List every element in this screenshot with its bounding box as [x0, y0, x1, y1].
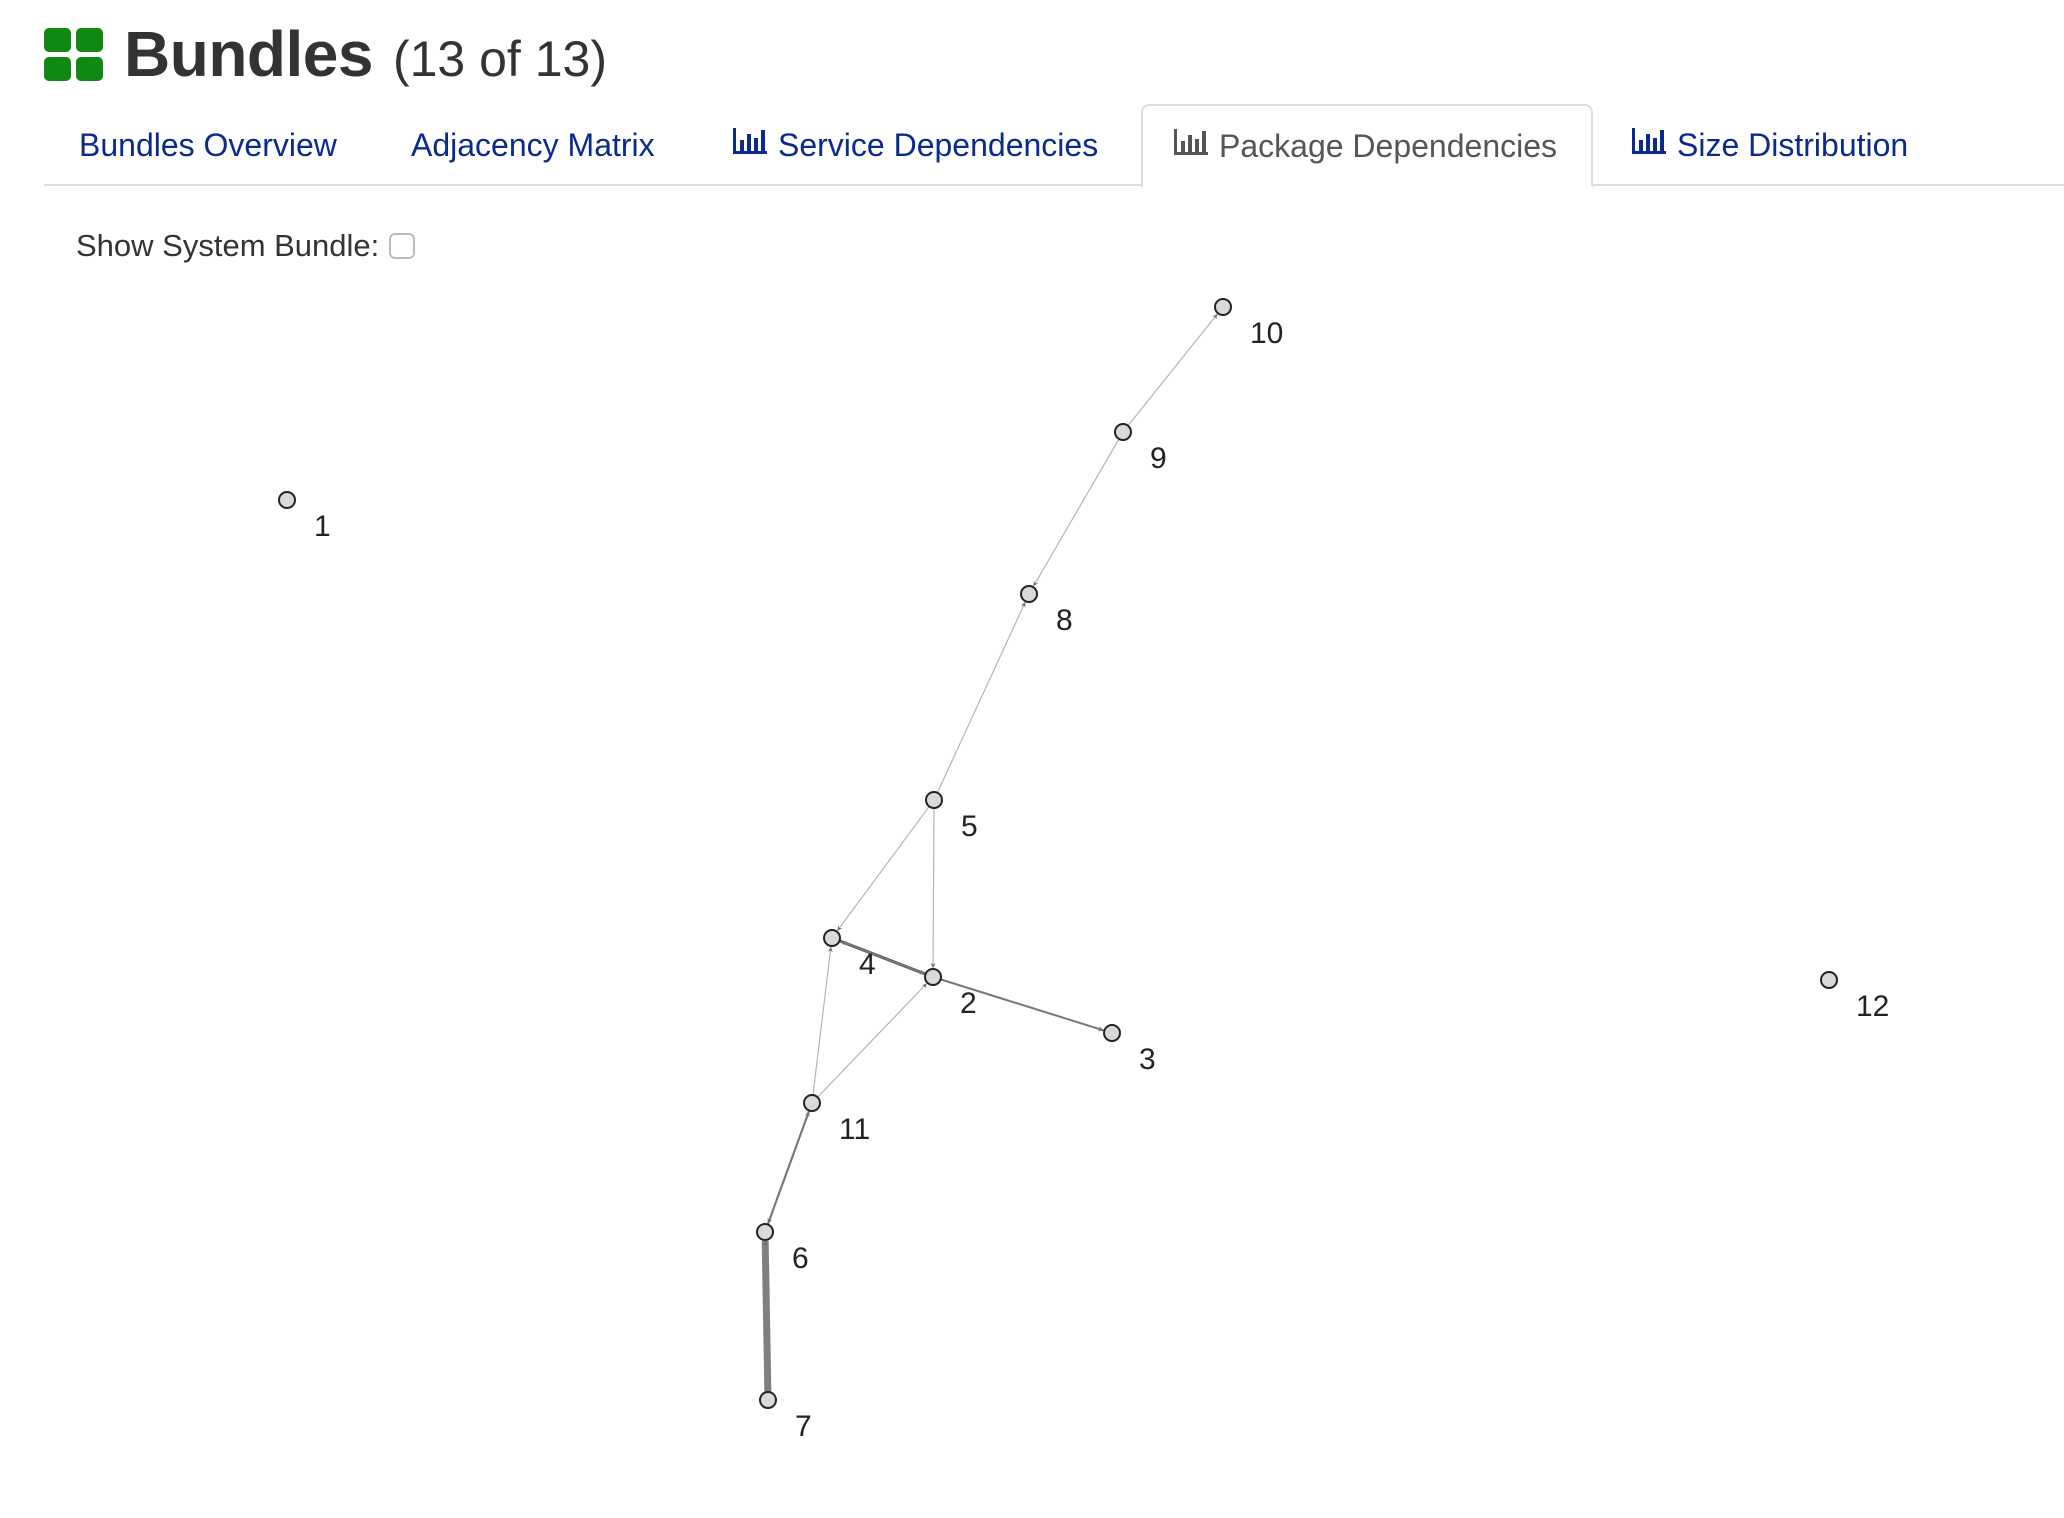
tab-bar: Bundles Overview Adjacency Matrix Servic… — [44, 104, 2064, 188]
node-circle[interactable] — [756, 1223, 774, 1241]
graph-node-8[interactable]: 8 — [1020, 585, 1073, 637]
graph-node-1[interactable]: 1 — [278, 491, 331, 543]
tab-label: Adjacency Matrix — [411, 126, 655, 163]
tab-bundles-overview[interactable]: Bundles Overview — [79, 104, 337, 186]
node-circle[interactable] — [1020, 585, 1038, 603]
node-circle[interactable] — [278, 491, 296, 509]
tab-size-distribution[interactable]: Size Distribution — [1631, 104, 1908, 186]
graph-node-10[interactable]: 10 — [1214, 298, 1283, 350]
tab-label: Service Dependencies — [778, 126, 1099, 163]
bar-chart-icon — [1173, 127, 1209, 165]
graph-node-2[interactable]: 2 — [924, 968, 977, 1020]
edge-5-8 — [936, 601, 1026, 793]
bar-chart-icon — [1631, 126, 1667, 164]
tab-package-dependencies[interactable]: Package Dependencies — [1141, 104, 1593, 188]
node-circle[interactable] — [823, 929, 841, 947]
graph-node-4[interactable]: 4 — [823, 929, 876, 981]
node-label: 8 — [1056, 604, 1073, 637]
node-circle[interactable] — [924, 968, 942, 986]
edge-5-2 — [930, 807, 936, 969]
page-header: Bundles (13 of 13) — [44, 14, 607, 94]
graph-node-5[interactable]: 5 — [925, 791, 978, 843]
node-circle[interactable] — [759, 1391, 777, 1409]
node-circle[interactable] — [803, 1094, 821, 1112]
node-label: 4 — [859, 948, 876, 981]
edge-6-11 — [766, 1111, 810, 1225]
node-label: 12 — [1856, 990, 1889, 1023]
edge-2-4 — [840, 940, 926, 976]
graph-node-7[interactable]: 7 — [759, 1391, 812, 1443]
edge-11-4 — [812, 946, 833, 1096]
node-label: 2 — [960, 987, 977, 1020]
node-label: 1 — [314, 510, 331, 543]
node-label: 10 — [1250, 317, 1283, 350]
node-circle[interactable] — [1103, 1024, 1121, 1042]
node-circle[interactable] — [925, 791, 943, 809]
show-system-bundle-option: Show System Bundle: — [76, 226, 416, 266]
show-system-bundle-checkbox[interactable] — [389, 233, 416, 259]
node-label: 9 — [1150, 442, 1167, 475]
node-label: 11 — [839, 1113, 870, 1146]
node-label: 3 — [1139, 1043, 1156, 1076]
graph-node-11[interactable]: 11 — [803, 1094, 870, 1146]
tab-label: Size Distribution — [1677, 126, 1909, 163]
bundle-count: (13 of 13) — [392, 31, 607, 87]
edge-11-6 — [767, 1110, 811, 1224]
tab-service-dependencies[interactable]: Service Dependencies — [732, 104, 1098, 186]
graph-node-6[interactable]: 6 — [756, 1223, 809, 1275]
graph-node-12[interactable]: 12 — [1820, 971, 1889, 1023]
edge-4-2 — [838, 939, 926, 976]
node-circle[interactable] — [1820, 971, 1838, 989]
node-circle[interactable] — [1214, 298, 1232, 316]
node-label: 5 — [961, 810, 978, 843]
node-label: 7 — [795, 1410, 812, 1443]
bar-chart-icon — [732, 126, 768, 164]
edge-11-2 — [817, 983, 928, 1098]
grid-icon — [44, 28, 104, 81]
node-circle[interactable] — [1114, 423, 1132, 441]
edge-9-10 — [1127, 313, 1218, 427]
edge-9-8 — [1032, 438, 1120, 587]
tab-adjacency-matrix[interactable]: Adjacency Matrix — [411, 104, 655, 186]
edge-7-6 — [761, 1240, 772, 1393]
tab-label: Package Dependencies — [1219, 127, 1558, 164]
graph-node-3[interactable]: 3 — [1103, 1024, 1156, 1076]
page-title: Bundles — [124, 18, 373, 90]
edge-5-4 — [836, 806, 930, 932]
tab-label: Bundles Overview — [79, 126, 337, 163]
graph-node-9[interactable]: 9 — [1114, 423, 1167, 475]
show-system-bundle-label: Show System Bundle: — [76, 228, 380, 263]
node-label: 6 — [792, 1242, 809, 1275]
